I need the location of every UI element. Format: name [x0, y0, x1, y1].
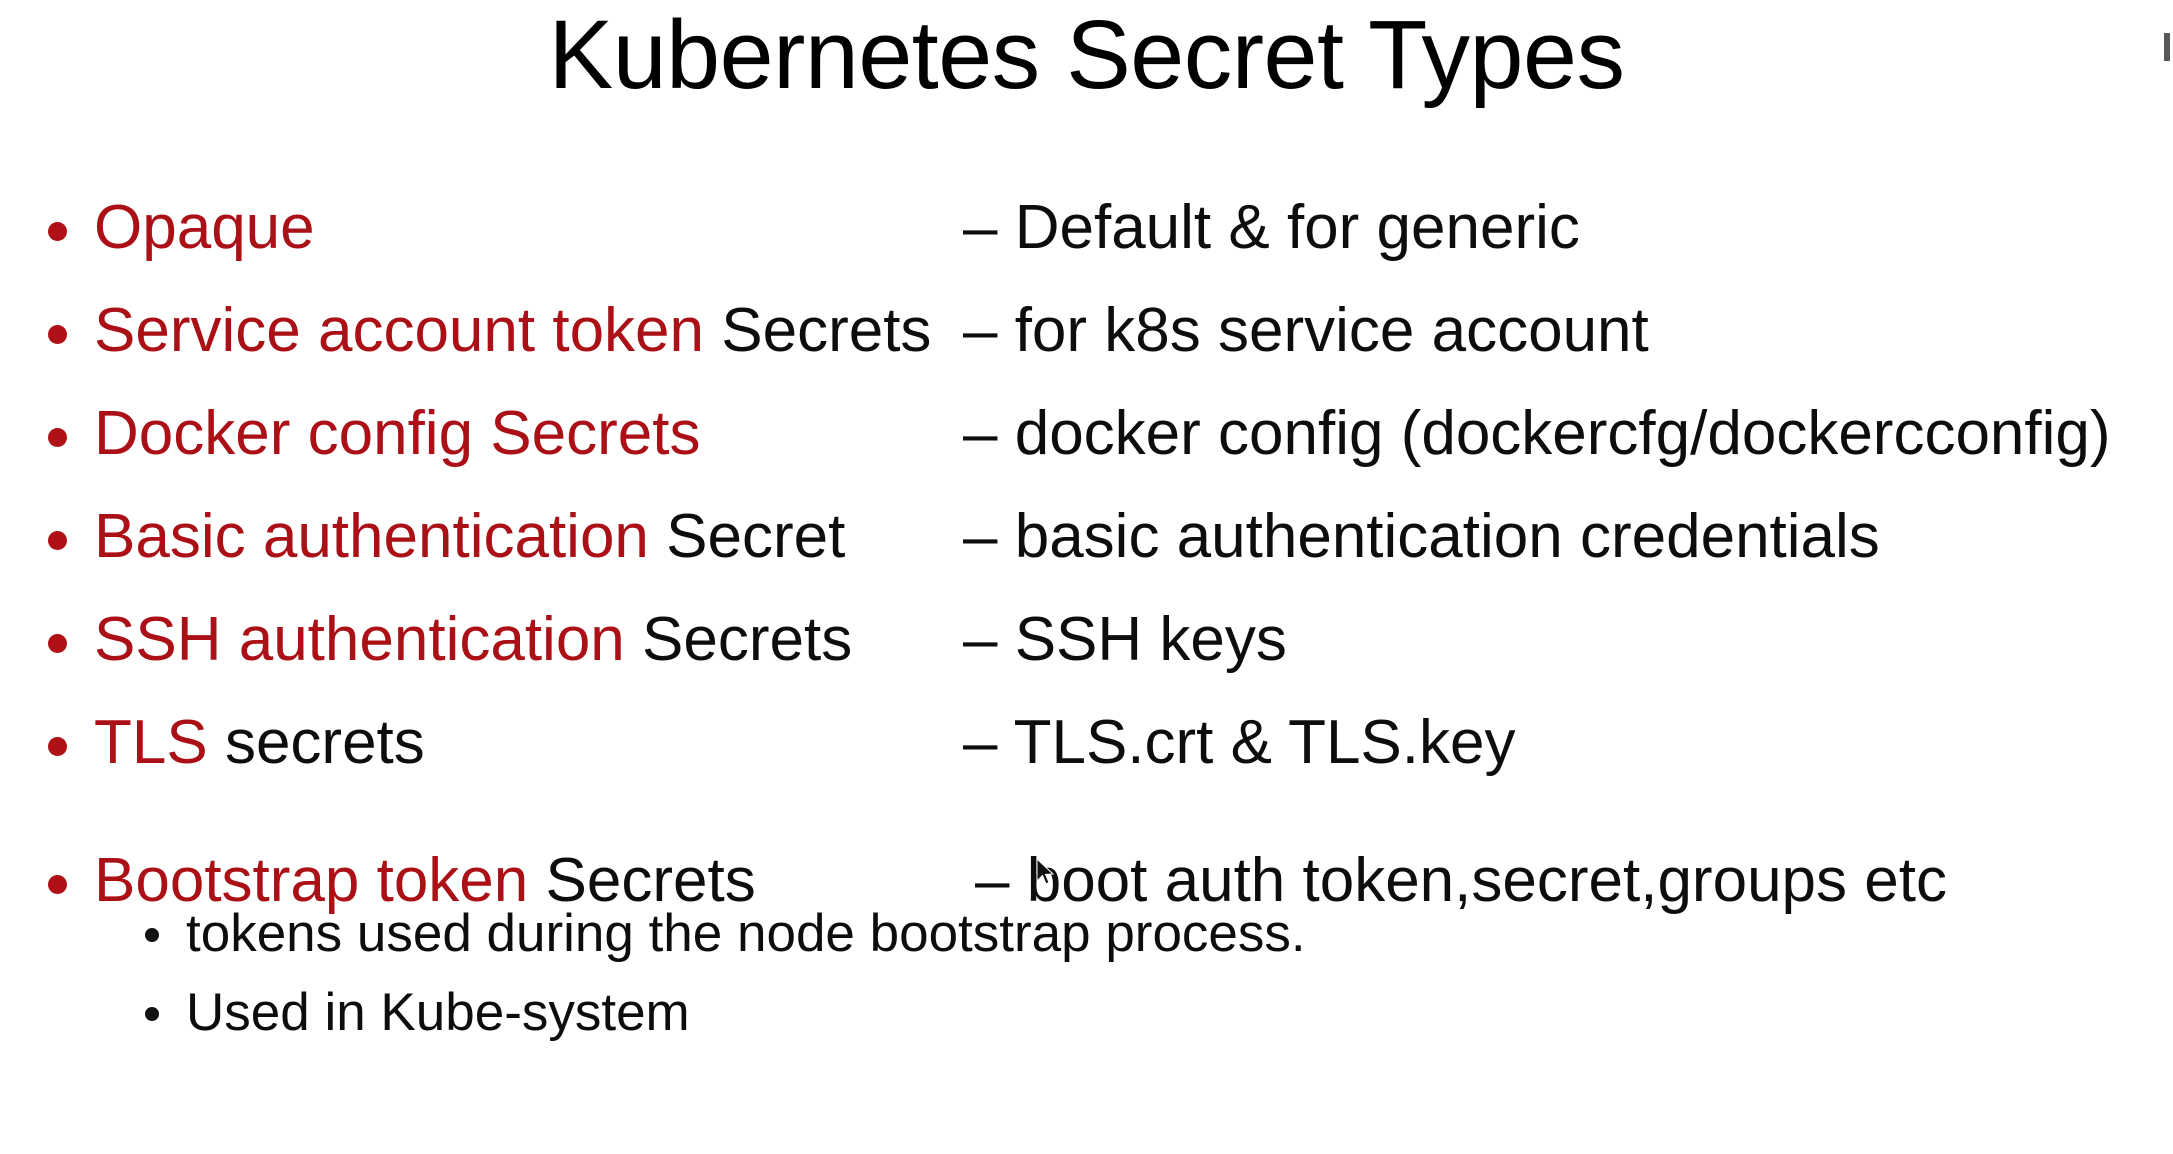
secret-type-term-plain: Secrets: [528, 846, 756, 915]
bullet-dot-icon: [48, 634, 67, 653]
sub-list-item: Used in Kube-system: [0, 977, 2173, 1056]
screen-edge-artifact: [2164, 33, 2170, 61]
secret-type-description: – boot auth token,secret,groups etc: [975, 846, 1947, 915]
bullet-dot-icon: [48, 222, 67, 241]
bullet-dot-icon: [48, 737, 67, 756]
sub-list-item-label: Used in Kube-system: [186, 983, 690, 1042]
bootstrap-token-sub-list: tokens used during the node bootstrap pr…: [0, 898, 2173, 1056]
list-item: Docker config Secrets – docker config (d…: [0, 392, 2173, 495]
secret-type-term-accent: Basic authentication: [94, 502, 649, 571]
secret-type-term: Bootstrap token Secrets: [94, 839, 756, 923]
secret-type-term-accent: TLS: [94, 708, 208, 777]
secret-type-description: – basic authentication credentials: [963, 502, 1880, 571]
secret-type-description: – TLS.crt & TLS.key: [963, 708, 1516, 777]
list-item: Bootstrap token Secrets – boot auth toke…: [0, 839, 2173, 942]
secret-type-description: – SSH keys: [963, 605, 1287, 674]
secret-type-term: Docker config Secrets: [94, 392, 700, 476]
list-item: TLS secrets – TLS.crt & TLS.key: [0, 701, 2173, 804]
secret-type-term-accent: Service account token: [94, 296, 705, 365]
bullet-dot-icon: [48, 875, 67, 894]
bullet-dot-icon: [48, 428, 67, 447]
bullet-dot-icon: [48, 325, 67, 344]
secret-type-term-plain: Secrets: [704, 296, 932, 365]
list-item: Opaque – Default & for generic: [0, 186, 2173, 289]
secret-type-term-plain: secrets: [207, 708, 425, 777]
secret-type-description: – for k8s service account: [963, 296, 1649, 365]
secret-type-term-accent: Docker config Secrets: [94, 399, 701, 468]
secret-type-term-accent: Bootstrap token: [94, 846, 529, 915]
list-item: Service account token Secrets – for k8s …: [0, 289, 2173, 392]
secret-type-term-accent: Opaque: [94, 193, 315, 262]
sub-list-item-label: tokens used during the node bootstrap pr…: [186, 904, 1306, 963]
secret-type-term: Opaque: [94, 186, 315, 270]
secret-type-term: Basic authentication Secret: [94, 495, 845, 579]
secret-type-term-plain: Secrets: [624, 605, 853, 674]
list-item: SSH authentication Secrets – SSH keys: [0, 598, 2173, 701]
secret-type-term-plain: Secret: [648, 502, 846, 571]
list-item: Basic authentication Secret – basic auth…: [0, 495, 2173, 598]
secret-type-term: SSH authentication Secrets: [94, 598, 852, 682]
secret-type-description: – Default & for generic: [963, 193, 1580, 262]
sub-bullet-dot-icon: [145, 1007, 159, 1021]
page-title: Kubernetes Secret Types: [548, 0, 1625, 109]
secret-type-description: – docker config (dockercfg/dockercconfig…: [963, 399, 2111, 468]
sub-list-item: tokens used during the node bootstrap pr…: [0, 898, 2173, 977]
mouse-pointer-icon: [1036, 858, 1055, 885]
secret-type-term-accent: SSH authentication: [94, 605, 625, 674]
secret-types-list: Opaque – Default & for generic Service a…: [0, 186, 2173, 942]
secret-type-term: TLS secrets: [94, 701, 425, 785]
bullet-dot-icon: [48, 531, 67, 550]
secret-type-term: Service account token Secrets: [94, 289, 931, 373]
sub-bullet-dot-icon: [145, 928, 159, 942]
